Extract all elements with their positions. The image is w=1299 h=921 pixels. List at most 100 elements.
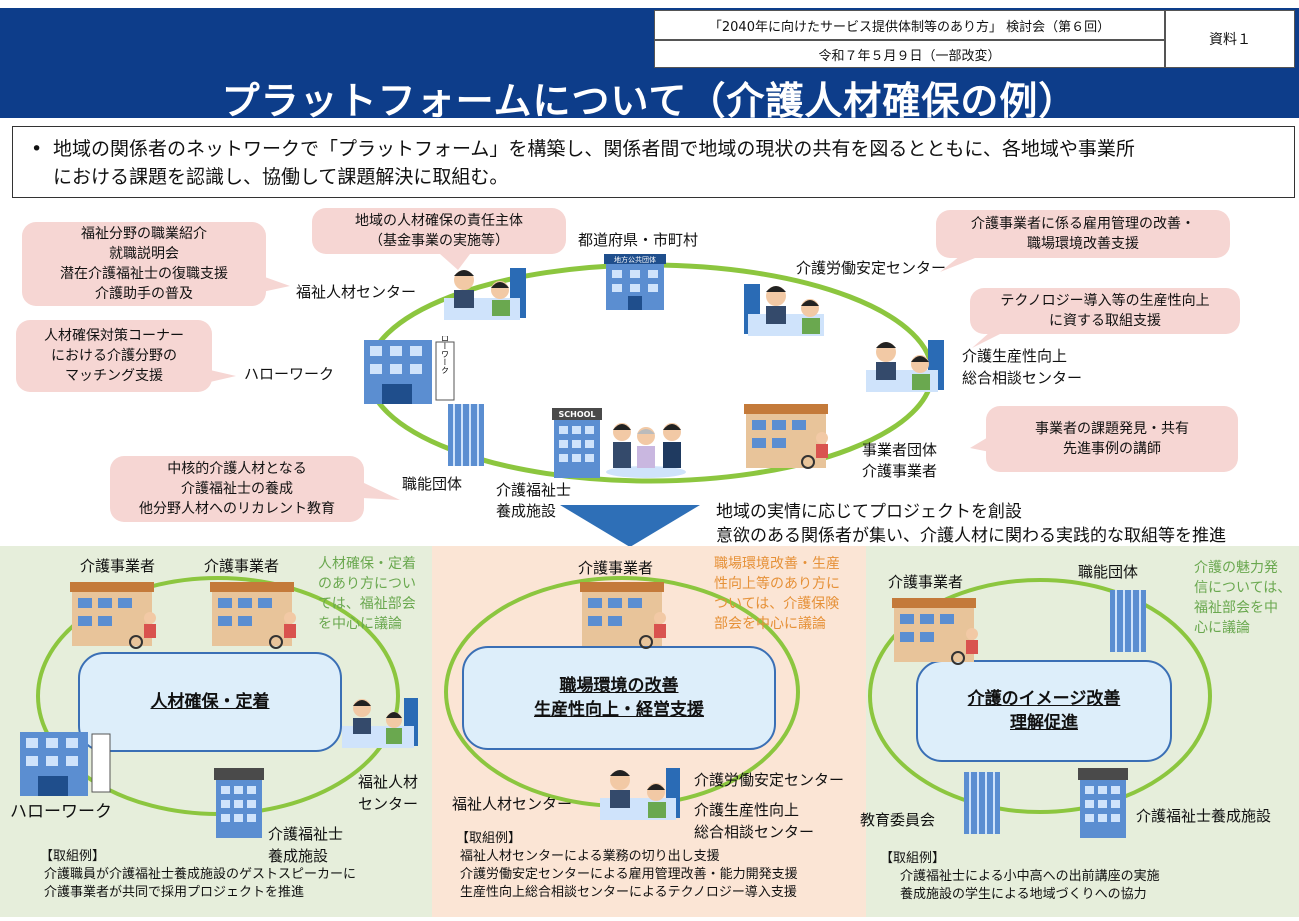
page-title: プラットフォームについて（介護人材確保の例） <box>221 79 1078 123</box>
callout-hellowork-role: 人材確保対策コーナー における介護分野の マッチング支援 <box>16 320 212 392</box>
note-line: を中心に議論 <box>318 616 402 632</box>
callout-business-role: 事業者の課題発見・共有 先進事例の講師 <box>986 406 1238 472</box>
label-professional-association: 職能団体 <box>402 475 463 493</box>
label-labor-center: 介護労働安定センター <box>694 771 845 789</box>
callout-productivity-role: テクノロジー導入等の生産性向上 に資する取組支援 <box>970 288 1240 334</box>
consultation-icon <box>342 698 418 748</box>
label-productivity-center-2: 総合相談センター <box>962 369 1083 387</box>
hellowork-building-icon <box>20 732 111 796</box>
label-productivity-center-1: 介護生産性向上 <box>962 347 1068 365</box>
label-care-business: 介護事業者 <box>862 462 938 480</box>
theme-workplace: 職場環境の改善 生産性向上・経営支援 <box>462 646 776 750</box>
note-line: 心に議論 <box>1194 620 1250 636</box>
theme-line: 介護のイメージ改善 <box>967 689 1121 709</box>
hellowork-sign: ハローワーク <box>441 336 450 374</box>
callout-line: テクノロジー導入等の生産性向上 <box>1000 293 1210 309</box>
label-school-1: 介護福祉士 <box>268 825 344 843</box>
caregivers-people-icon <box>606 423 686 478</box>
callout-line: における介護分野の <box>51 348 177 364</box>
label-prefecture: 都道府県・市町村 <box>578 231 699 249</box>
meeting-date-box: 令和７年５月９日（一部改変） <box>654 40 1165 68</box>
care-facility-icon <box>210 582 296 649</box>
label-care-business: 介護事業者 <box>80 557 156 575</box>
example-item: 介護職員が介護福祉士養成施設のゲストスピーカーに <box>44 867 357 882</box>
arrow-caption-1: 地域の実情に応じてプロジェクトを創設 <box>716 502 1022 522</box>
callout-tails <box>210 254 1000 500</box>
school-building-icon <box>214 768 264 838</box>
callout-prefecture-role: 地域の人材確保の責任主体 （基金事業の実施等） <box>312 208 566 254</box>
consultation-icon <box>744 284 824 336</box>
hellowork-building-icon: ハローワーク <box>364 336 455 404</box>
callout-school-role: 中核的介護人材となる 介護福祉士の養成 他分野人材へのリカレント教育 <box>110 456 364 522</box>
example-item: 介護福祉士による小中高への出前講座の実施 <box>900 869 1160 884</box>
callout-line: 地域の人材確保の責任主体 <box>355 213 523 229</box>
label-welfare-center: 福祉人材センター <box>296 283 417 301</box>
callout-welfare-center-roles: 福祉分野の職業紹介 就職説明会 潜在介護福祉士の復職支援 介護助手の普及 <box>22 222 266 306</box>
panel-note: 人材確保・定着 のあり方につい ては、福祉部会 を中心に議論 <box>318 554 430 634</box>
label-productivity-center-1: 介護生産性向上 <box>694 801 800 819</box>
note-line: 部会を中心に議論 <box>714 616 826 632</box>
note-line: 福祉部会を中 <box>1194 600 1278 616</box>
label-labor-center: 介護労働安定センター <box>796 259 947 277</box>
document-number-box: 資料１ <box>1165 10 1295 68</box>
care-facility-icon <box>580 582 666 649</box>
theme-image: 介護のイメージ改善 理解促進 <box>916 660 1172 762</box>
document-number: 資料１ <box>1209 32 1251 48</box>
examples-heading: 【取組例】 <box>456 831 522 846</box>
callout-line: 中核的介護人材となる <box>167 461 307 477</box>
callout-line: 就職説明会 <box>109 246 179 262</box>
summary-box: • 地域の関係者のネットワークで「プラットフォーム」を構築し、関係者間で地域の現… <box>12 126 1295 198</box>
examples-workplace: 【取組例】 福祉人材センターによる業務の切り出し支援 介護労働安定センターによる… <box>456 830 798 902</box>
callout-line: 事業者の課題発見・共有 <box>1035 421 1189 437</box>
callout-line: 介護福祉士の養成 <box>181 481 293 497</box>
callout-line: マッチング支援 <box>65 368 163 384</box>
note-line: ついては、介護保険 <box>714 596 840 612</box>
callout-labor-center-role: 介護事業者に係る雇用管理の改善・ 職場環境改善支援 <box>936 210 1230 258</box>
note-line: 職場環境改善・生産 <box>714 556 840 572</box>
school-building-icon: SCHOOL <box>552 408 602 478</box>
consultation-icon <box>866 340 944 392</box>
theme-line: 理解促進 <box>1010 713 1078 733</box>
examples-heading: 【取組例】 <box>40 849 106 864</box>
care-facility-icon <box>70 582 156 649</box>
label-welfare-center-2: センター <box>358 795 419 813</box>
label-hellowork: ハローワーク <box>10 802 112 822</box>
callout-line: 潜在介護福祉士の復職支援 <box>60 266 228 282</box>
arrow-caption-2: 意欲のある関係者が集い、介護人材に関わる実践的な取組等を推進 <box>716 526 1226 546</box>
example-item: 福祉人材センターによる業務の切り出し支援 <box>460 849 720 864</box>
consultation-icon <box>600 768 680 820</box>
callout-line: 先進事例の講師 <box>1063 441 1161 457</box>
note-line: 性向上等のあり方に <box>714 576 840 592</box>
label-care-business: 介護事業者 <box>888 573 964 591</box>
summary-bullet: • <box>31 138 43 160</box>
theme-line: 生産性向上・経営支援 <box>534 700 704 720</box>
note-line: のあり方につい <box>318 576 416 592</box>
meeting-date: 令和７年５月９日（一部改変） <box>818 48 1001 64</box>
education-board-building-icon <box>964 772 1000 834</box>
government-sign: 地方公共団体 <box>614 255 656 264</box>
callout-line: に資する取組支援 <box>1049 313 1161 329</box>
professional-association-building-icon <box>448 404 484 466</box>
school-building-icon <box>1078 768 1128 838</box>
label-professional-association: 職能団体 <box>1078 563 1139 581</box>
government-building-icon: 地方公共団体 <box>604 254 666 310</box>
example-item: 介護事業者が共同で採用プロジェクトを推進 <box>44 885 305 900</box>
school-sign: SCHOOL <box>558 410 595 419</box>
callout-line: 人材確保対策コーナー <box>44 328 184 344</box>
panel-note: 介護の魅力発 信については、 福祉部会を中 心に議論 <box>1194 558 1298 638</box>
summary-line-1: 地域の関係者のネットワークで「プラットフォーム」を構築し、関係者間で地域の現状の… <box>53 138 1135 160</box>
meeting-name-box: 「2040年に向けたサービス提供体制等のあり方」 検討会（第６回） <box>654 10 1165 40</box>
down-arrow-icon <box>560 505 700 547</box>
callout-line: （基金事業の実施等） <box>369 233 509 249</box>
header-top-strip <box>0 0 1299 8</box>
care-facility-icon <box>744 404 828 469</box>
callout-line: 介護事業者に係る雇用管理の改善・ <box>971 216 1195 232</box>
label-school: 介護福祉士養成施設 <box>1136 807 1272 825</box>
label-welfare-center: 福祉人材センター <box>452 795 573 813</box>
theme-line: 人材確保・定着 <box>150 692 270 712</box>
examples-heading: 【取組例】 <box>880 851 946 866</box>
callout-line: 介護助手の普及 <box>95 286 193 302</box>
care-facility-icon <box>892 598 978 665</box>
label-school-2: 養成施設 <box>496 502 557 520</box>
label-care-business: 介護事業者 <box>578 559 654 577</box>
